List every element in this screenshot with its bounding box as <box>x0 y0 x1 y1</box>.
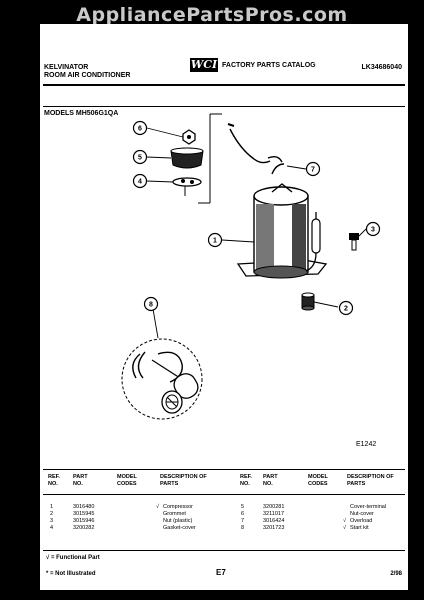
row2-ref: 2 <box>50 511 54 517</box>
row8-part: 3201723 <box>263 525 285 531</box>
col-desc-left: DESCRIPTION OF PARTS <box>160 474 207 487</box>
table-header-rule <box>43 494 405 495</box>
accumulator-tube <box>305 212 321 272</box>
row5-ref: 5 <box>241 504 245 510</box>
row1-part: 3016480 <box>73 504 95 510</box>
row7-ref: 7 <box>241 518 245 524</box>
row3-part: 3015946 <box>73 518 95 524</box>
row1-check: √ <box>156 504 160 510</box>
col-model-right: MODEL CODES <box>308 474 328 487</box>
plastic-nut-part <box>349 233 359 251</box>
row4-desc: Gasket-cover <box>163 525 196 531</box>
start-kit-outline <box>121 338 203 420</box>
row6-ref: 6 <box>241 511 245 517</box>
catalog-name: FACTORY PARTS CATALOG <box>222 61 316 69</box>
col-desc-right: DESCRIPTION OF PARTS <box>347 474 394 487</box>
exploded-diagram: 6 5 4 1 2 3 7 8 <box>121 113 381 420</box>
parts-catalog-page: KELVINATOR ROOM AIR CONDITIONER WCI FACT… <box>40 24 408 590</box>
row8-ref: 8 <box>241 525 245 531</box>
row2-part: 3015945 <box>73 511 95 517</box>
cover-group-bracket <box>198 113 222 204</box>
terminal-wires <box>227 123 285 175</box>
row1-ref: 1 <box>50 504 54 510</box>
figure-code: E1242 <box>356 441 377 448</box>
row1-desc: Compressor <box>163 504 193 510</box>
model-number: MODELS MH506G1QA <box>44 110 119 117</box>
col-ref-left: REF. NO. <box>48 474 60 487</box>
callout-markers: 6 5 4 1 2 3 7 8 <box>132 120 381 316</box>
nut-cover-part <box>182 129 196 145</box>
compressor-part <box>236 183 328 279</box>
catalog-title: WCI FACTORY PARTS CATALOG <box>190 58 316 72</box>
row4-part: 3200282 <box>73 525 95 531</box>
row6-desc: Nut-cover <box>350 511 374 517</box>
brand-block: KELVINATOR ROOM AIR CONDITIONER <box>44 64 130 80</box>
watermark-text: AppliancePartsPros.com <box>76 4 348 26</box>
col-ref-right: REF. NO. <box>240 474 252 487</box>
document-code: LK34686040 <box>361 64 402 71</box>
row7-desc: Overload <box>350 518 373 524</box>
brand-name: KELVINATOR <box>44 64 89 71</box>
col-part-left: PART NO. <box>73 474 88 487</box>
callout-8: 8 <box>149 302 153 309</box>
row3-desc: Nut (plastic) <box>163 518 193 524</box>
cover-terminal-part <box>170 147 204 169</box>
callout-5: 5 <box>138 155 142 162</box>
row4-ref: 4 <box>50 525 54 531</box>
legend-functional: √ = Functional Part <box>46 555 100 561</box>
row2-desc: Grommet <box>163 511 186 517</box>
callout-1: 1 <box>213 238 217 245</box>
revision-date: 2/98 <box>390 571 402 577</box>
col-model-left: MODEL CODES <box>117 474 137 487</box>
callout-2: 2 <box>344 306 348 313</box>
model-rule <box>43 106 405 107</box>
col-part-right: PART NO. <box>263 474 278 487</box>
row7-part: 3016424 <box>263 518 285 524</box>
callout-4: 4 <box>138 179 142 186</box>
parts-table: REF. NO. PART NO. MODEL CODES DESCRIPTIO… <box>40 474 408 534</box>
row5-desc: Cover-terminal <box>350 504 387 510</box>
callout-3: 3 <box>371 227 375 234</box>
row3-ref: 3 <box>50 518 54 524</box>
table-top-rule <box>43 469 405 470</box>
row7-check: √ <box>343 518 347 524</box>
callout-7: 7 <box>311 167 315 174</box>
page-number: E7 <box>216 568 226 577</box>
row8-check: √ <box>343 525 347 531</box>
header-rule <box>43 84 405 86</box>
product-line: ROOM AIR CONDITIONER <box>44 72 131 79</box>
row8-desc: Start kit <box>350 525 369 531</box>
start-kit-part <box>132 351 199 414</box>
wci-logo: WCI <box>190 58 218 72</box>
callout-6: 6 <box>138 126 142 133</box>
row5-part: 3200281 <box>263 504 285 510</box>
legend-not-illustrated: * = Not Illustrated <box>46 571 96 577</box>
gasket-cover-part <box>172 177 202 196</box>
footer-rule <box>43 550 405 551</box>
leader-lines <box>146 127 367 339</box>
row6-part: 3211017 <box>263 511 285 517</box>
grommet-part <box>301 292 315 311</box>
